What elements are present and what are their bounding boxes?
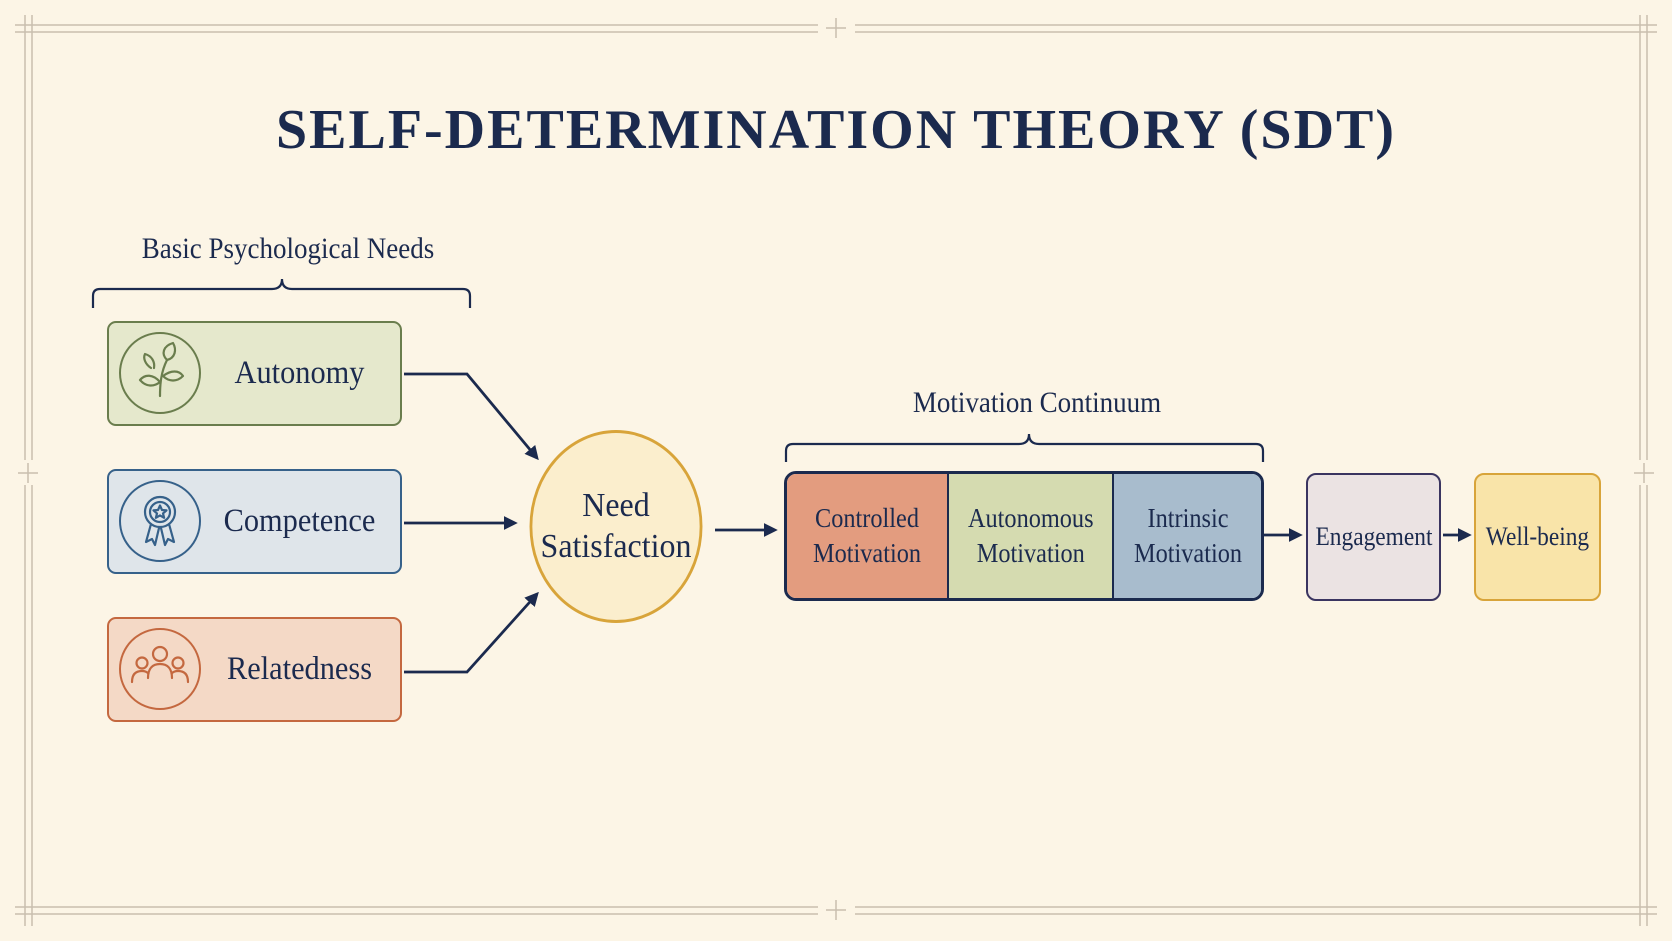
outcome-well-being: Well-being bbox=[1474, 473, 1601, 601]
need-label: Competence bbox=[223, 503, 376, 539]
need-satisfaction-line2: Satisfaction bbox=[540, 527, 692, 565]
outcome-label: Engagement bbox=[1315, 522, 1432, 551]
needs-heading: Basic Psychological Needs bbox=[141, 232, 435, 265]
continuum-segment-controlled: Controlled Motivation bbox=[787, 474, 949, 598]
segment-line2: Motivation bbox=[976, 538, 1085, 568]
need-label: Autonomy bbox=[234, 355, 365, 391]
people-group-icon bbox=[119, 628, 201, 710]
continuum-heading: Motivation Continuum bbox=[912, 386, 1162, 419]
continuum-segment-autonomous: Autonomous Motivation bbox=[949, 474, 1114, 598]
need-autonomy: Autonomy bbox=[107, 321, 402, 426]
arrow-autonomy-to-satisfaction bbox=[404, 372, 539, 461]
outcome-engagement: Engagement bbox=[1306, 473, 1441, 601]
segment-line1: Intrinsic bbox=[1147, 503, 1228, 534]
segment-line2: Motivation bbox=[813, 538, 921, 568]
sprout-icon bbox=[119, 332, 201, 414]
need-relatedness: Relatedness bbox=[107, 617, 402, 722]
need-competence: Competence bbox=[107, 469, 402, 574]
segment-line1: Controlled bbox=[815, 503, 919, 534]
outcome-label: Well-being bbox=[1485, 522, 1590, 551]
page-title: SELF-DETERMINATION THEORY (SDT) bbox=[275, 99, 1397, 161]
award-ribbon-icon bbox=[119, 480, 201, 562]
continuum-segment-intrinsic: Intrinsic Motivation bbox=[1114, 474, 1261, 598]
need-satisfaction-node: Need Satisfaction bbox=[529, 430, 703, 623]
segment-line1: Autonomous bbox=[967, 503, 1094, 534]
segment-line2: Motivation bbox=[1133, 538, 1242, 568]
continuum-brace bbox=[784, 433, 1265, 462]
needs-brace bbox=[91, 278, 472, 308]
motivation-continuum: Controlled Motivation Autonomous Motivat… bbox=[784, 471, 1264, 601]
need-satisfaction-line1: Need bbox=[582, 486, 650, 524]
arrow-relatedness-to-satisfaction bbox=[404, 591, 539, 674]
need-label: Relatedness bbox=[226, 651, 373, 687]
